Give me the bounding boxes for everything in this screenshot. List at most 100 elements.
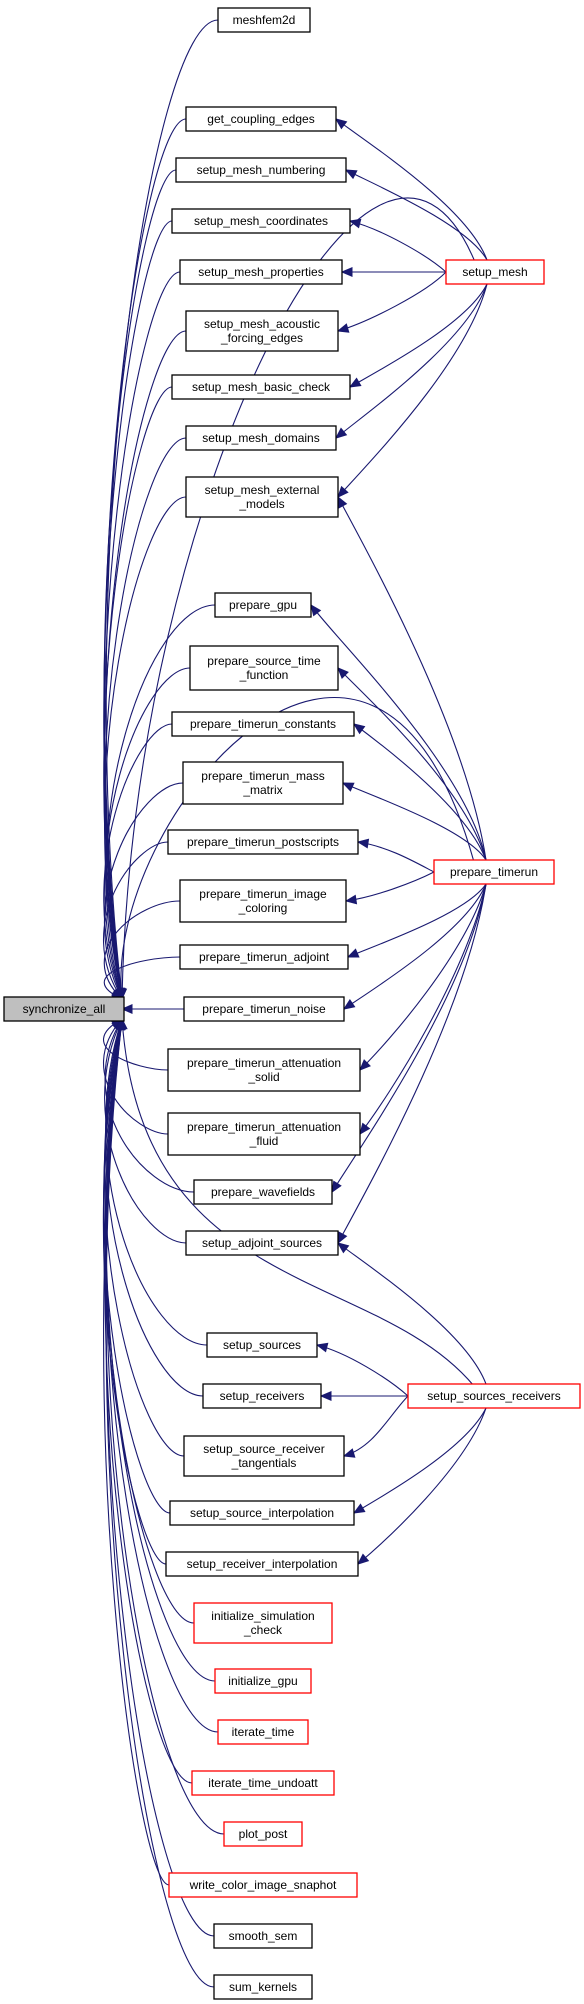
node-get-coupling-edges[interactable]: get_coupling_edges [185, 106, 337, 132]
node-box-setup-mesh-acoustic-forcing-edges[interactable] [185, 310, 339, 352]
node-box-setup-receivers[interactable] [202, 1383, 322, 1409]
node-label-prepare-timerun-noise: prepare_timerun_noise [202, 1002, 326, 1016]
node-setup-adjoint-sources[interactable]: setup_adjoint_sources [185, 1230, 339, 1256]
node-prepare-timerun[interactable]: prepare_timerun [433, 859, 555, 885]
node-box-prepare-wavefields[interactable] [193, 1179, 333, 1205]
node-setup-mesh-numbering[interactable]: setup_mesh_numbering [175, 157, 347, 183]
node-iterate-time-undoatt[interactable]: iterate_time_undoatt [191, 1770, 335, 1796]
node-label-prepare-timerun-mass-matrix: _matrix [242, 783, 282, 797]
node-box-iterate-time-undoatt[interactable] [191, 1770, 335, 1796]
node-box-write-color-image-snaphot[interactable] [168, 1872, 358, 1898]
node-box-setup-sources[interactable] [206, 1332, 318, 1358]
node-plot-post[interactable]: plot_post [223, 1821, 303, 1847]
node-setup-mesh-domains[interactable]: setup_mesh_domains [185, 425, 337, 451]
node-box-synchronize-all[interactable] [3, 996, 125, 1022]
edge-prepare-timerun-to-prepare-timerun-adjoint [347, 883, 487, 958]
node-setup-sources-receivers[interactable]: setup_sources_receivers [407, 1383, 581, 1409]
node-prepare-wavefields[interactable]: prepare_wavefields [193, 1179, 333, 1205]
node-prepare-timerun-attenuation-fluid[interactable]: prepare_timerun_attenuation_fluid [167, 1112, 361, 1156]
node-setup-source-receiver-tangentials[interactable]: setup_source_receiver_tangentials [183, 1435, 345, 1477]
node-prepare-gpu[interactable]: prepare_gpu [214, 592, 312, 618]
arrowhead-prepare-timerun-to-prepare-source-time-function [337, 667, 349, 679]
node-write-color-image-snaphot[interactable]: write_color_image_snaphot [168, 1872, 358, 1898]
arrowhead-prepare-timerun-to-prepare-timerun-constants [352, 723, 366, 735]
node-prepare-source-time-function[interactable]: prepare_source_time_function [189, 645, 339, 691]
node-label-sum-kernels: sum_kernels [229, 1980, 297, 1994]
node-prepare-timerun-constants[interactable]: prepare_timerun_constants [171, 711, 355, 737]
node-box-setup-mesh-domains[interactable] [185, 425, 337, 451]
node-label-synchronize-all: synchronize_all [23, 1002, 106, 1016]
node-box-prepare-timerun-adjoint[interactable] [179, 944, 349, 970]
node-prepare-timerun-postscripts[interactable]: prepare_timerun_postscripts [167, 829, 359, 855]
node-prepare-timerun-adjoint[interactable]: prepare_timerun_adjoint [179, 944, 349, 970]
node-smooth-sem[interactable]: smooth_sem [213, 1923, 313, 1949]
node-box-initialize-simulation-check[interactable] [193, 1602, 333, 1644]
node-box-setup-mesh-basic-check[interactable] [171, 374, 351, 400]
node-sum-kernels[interactable]: sum_kernels [213, 1974, 313, 2000]
node-initialize-simulation-check[interactable]: initialize_simulation_check [193, 1602, 333, 1644]
node-label-prepare-wavefields: prepare_wavefields [211, 1185, 315, 1199]
node-label-prepare-timerun-image-coloring: _coloring [238, 901, 288, 915]
node-setup-mesh-properties[interactable]: setup_mesh_properties [179, 259, 343, 285]
edge-setup-mesh-to-synchronize-all [121, 197, 476, 1000]
node-label-prepare-timerun-constants: prepare_timerun_constants [190, 717, 336, 731]
node-label-setup-mesh-external-models: _models [238, 497, 284, 511]
node-label-setup-mesh-properties: setup_mesh_properties [198, 265, 323, 279]
node-label-plot-post: plot_post [239, 1827, 288, 1841]
node-box-setup-mesh-external-models[interactable] [185, 476, 339, 518]
node-box-prepare-timerun-attenuation-fluid[interactable] [167, 1112, 361, 1156]
node-box-sum-kernels[interactable] [213, 1974, 313, 2000]
node-label-initialize-simulation-check: initialize_simulation [211, 1609, 314, 1623]
node-initialize-gpu[interactable]: initialize_gpu [214, 1668, 312, 1694]
node-box-setup-mesh[interactable] [445, 259, 545, 285]
node-setup-receivers[interactable]: setup_receivers [202, 1383, 322, 1409]
node-box-prepare-timerun-image-coloring[interactable] [179, 879, 347, 923]
node-box-setup-mesh-coordinates[interactable] [171, 208, 351, 234]
node-label-prepare-timerun-attenuation-fluid: prepare_timerun_attenuation [187, 1120, 341, 1134]
node-box-setup-adjoint-sources[interactable] [185, 1230, 339, 1256]
node-prepare-timerun-mass-matrix[interactable]: prepare_timerun_mass_matrix [182, 761, 344, 805]
node-box-prepare-timerun-mass-matrix[interactable] [182, 761, 344, 805]
node-label-prepare-timerun-mass-matrix: prepare_timerun_mass [201, 769, 324, 783]
edge-prepare-timerun-adjoint-to-synchronize-all [103, 956, 181, 1000]
node-box-get-coupling-edges[interactable] [185, 106, 337, 132]
edge-setup-mesh-properties-to-synchronize-all [103, 271, 181, 1000]
node-prepare-timerun-noise[interactable]: prepare_timerun_noise [183, 996, 345, 1022]
node-setup-mesh-external-models[interactable]: setup_mesh_external_models [185, 476, 339, 518]
node-box-prepare-timerun[interactable] [433, 859, 555, 885]
node-synchronize-all[interactable]: synchronize_all [3, 996, 125, 1022]
node-iterate-time[interactable]: iterate_time [217, 1719, 309, 1745]
node-setup-mesh-coordinates[interactable]: setup_mesh_coordinates [171, 208, 351, 234]
node-box-iterate-time[interactable] [217, 1719, 309, 1745]
node-setup-receiver-interpolation[interactable]: setup_receiver_interpolation [165, 1551, 359, 1577]
node-box-plot-post[interactable] [223, 1821, 303, 1847]
node-box-setup-source-interpolation[interactable] [169, 1500, 355, 1526]
node-setup-mesh[interactable]: setup_mesh [445, 259, 545, 285]
node-box-setup-receiver-interpolation[interactable] [165, 1551, 359, 1577]
node-prepare-timerun-image-coloring[interactable]: prepare_timerun_image_coloring [179, 879, 347, 923]
node-box-prepare-timerun-postscripts[interactable] [167, 829, 359, 855]
node-box-smooth-sem[interactable] [213, 1923, 313, 1949]
node-box-prepare-timerun-constants[interactable] [171, 711, 355, 737]
node-box-initialize-gpu[interactable] [214, 1668, 312, 1694]
node-box-prepare-gpu[interactable] [214, 592, 312, 618]
arrowhead-prepare-timerun-to-prepare-timerun-adjoint [346, 948, 360, 958]
node-box-setup-sources-receivers[interactable] [407, 1383, 581, 1409]
edge-prepare-timerun-to-prepare-timerun-mass-matrix [342, 782, 487, 861]
node-setup-source-interpolation[interactable]: setup_source_interpolation [169, 1500, 355, 1526]
node-meshfem2d[interactable]: meshfem2d [217, 7, 311, 33]
node-box-setup-mesh-numbering[interactable] [175, 157, 347, 183]
node-box-setup-mesh-properties[interactable] [179, 259, 343, 285]
node-box-prepare-source-time-function[interactable] [189, 645, 339, 691]
node-box-setup-source-receiver-tangentials[interactable] [183, 1435, 345, 1477]
node-box-prepare-timerun-noise[interactable] [183, 996, 345, 1022]
node-setup-sources[interactable]: setup_sources [206, 1332, 318, 1358]
node-box-prepare-timerun-attenuation-solid[interactable] [167, 1048, 361, 1092]
node-prepare-timerun-attenuation-solid[interactable]: prepare_timerun_attenuation_solid [167, 1048, 361, 1092]
node-label-setup-mesh: setup_mesh [462, 265, 527, 279]
node-setup-mesh-basic-check[interactable]: setup_mesh_basic_check [171, 374, 351, 400]
node-box-meshfem2d[interactable] [217, 7, 311, 33]
arrowhead-prepare-timerun-to-prepare-timerun-noise [342, 998, 356, 1010]
node-setup-mesh-acoustic-forcing-edges[interactable]: setup_mesh_acoustic_forcing_edges [185, 310, 339, 352]
arrowhead-prepare-timerun-to-prepare-timerun-image-coloring [344, 894, 358, 905]
